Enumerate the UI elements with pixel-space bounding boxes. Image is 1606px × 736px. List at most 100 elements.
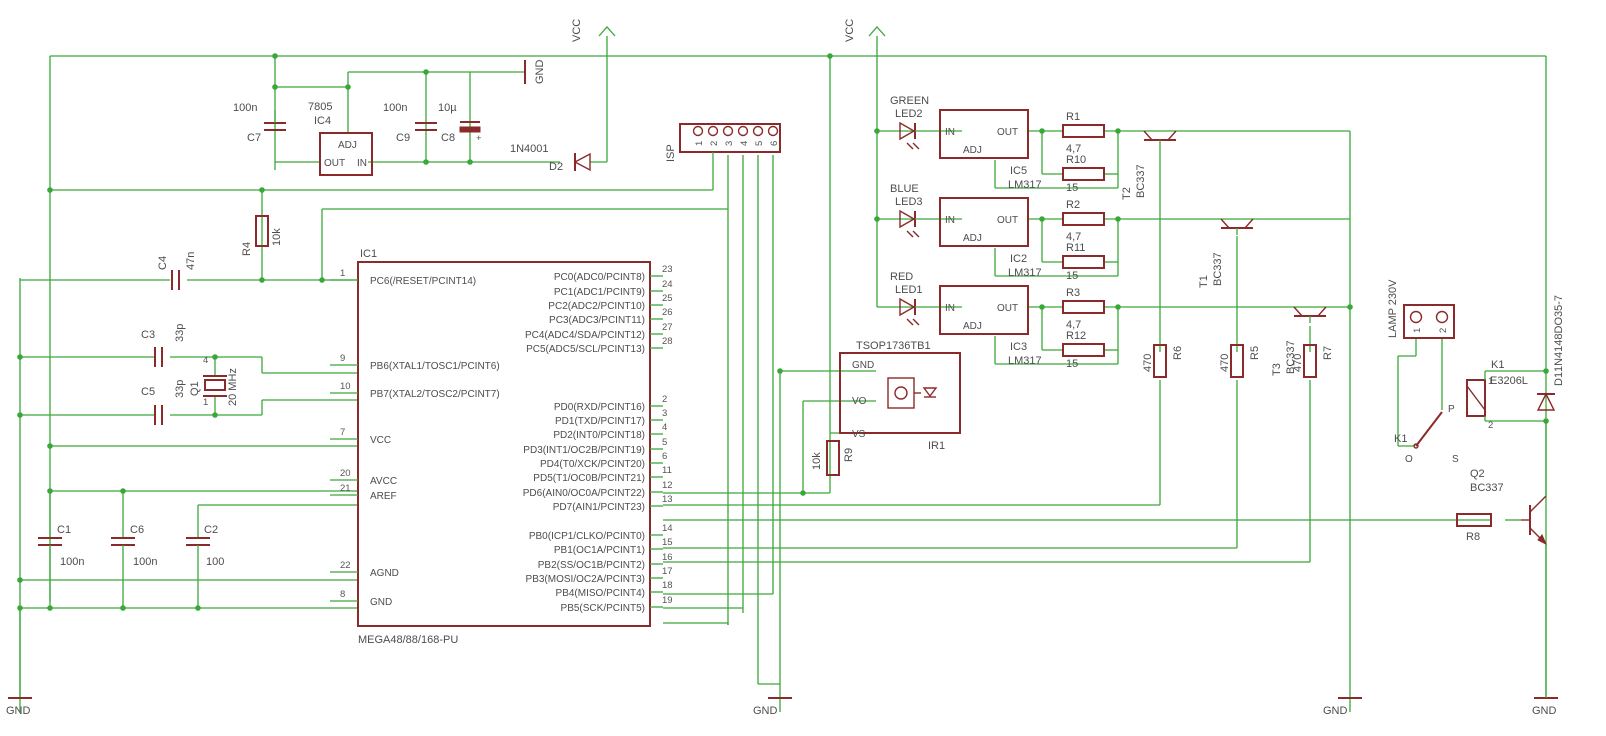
- pin-number: 23: [662, 264, 673, 275]
- svg-text:Q1: Q1: [189, 381, 201, 396]
- driver-transistor-q2: Q2 BC337: [1470, 468, 1548, 698]
- svg-text:C2: C2: [204, 524, 218, 536]
- svg-text:4: 4: [739, 141, 750, 146]
- svg-text:100n: 100n: [233, 102, 257, 114]
- pin-number: 22: [340, 560, 351, 571]
- regulator-ic4: ADJ OUT IN 7805 IC4: [308, 101, 373, 176]
- mcu-ic1: IC1 MEGA48/88/168-PU: [357, 248, 651, 646]
- svg-text:1N4001: 1N4001: [510, 143, 549, 155]
- pin-number: 14: [662, 523, 673, 534]
- svg-text:VCC: VCC: [844, 19, 856, 42]
- pin-out: OUT: [997, 127, 1018, 138]
- pin-label: PC2(ADC2/PCINT10): [548, 301, 645, 312]
- capacitor-c2: C2 100: [186, 524, 224, 568]
- pin-label: PB3(MOSI/OC2A/PCINT3): [526, 574, 645, 585]
- pin-number: 2: [662, 394, 667, 405]
- pin-number: 12: [662, 480, 673, 491]
- svg-text:C3: C3: [141, 329, 155, 341]
- svg-text:BC337: BC337: [1470, 482, 1504, 494]
- svg-text:R8: R8: [1466, 531, 1480, 543]
- r-value: 15: [1066, 270, 1078, 282]
- pin-label: PD5(T1/OC0B/PCINT21): [533, 473, 645, 484]
- r-value: 4,7: [1066, 143, 1081, 155]
- mcu-right-pins: 23PC0(ADC0/PCINT8)24PC1(ADC1/PCINT9)25PC…: [523, 264, 673, 614]
- svg-text:33p: 33p: [174, 380, 186, 398]
- vcc-symbol-2: VCC: [844, 19, 886, 42]
- pin-number: 13: [662, 494, 673, 505]
- t-name: T2: [1121, 187, 1133, 200]
- svg-text:O: O: [1405, 454, 1413, 465]
- svg-text:47n: 47n: [185, 252, 197, 270]
- lamp-connector: 1 2 LAMP 230V: [1387, 279, 1455, 339]
- pin-number: 3: [662, 408, 667, 419]
- svg-text:ADJ: ADJ: [338, 140, 357, 151]
- pin-label: PD2(INT0/PCINT18): [553, 430, 645, 441]
- svg-text:C7: C7: [247, 132, 261, 144]
- svg-text:D1: D1: [1553, 372, 1565, 386]
- svg-text:100: 100: [206, 556, 224, 568]
- svg-text:1: 1: [1412, 328, 1423, 333]
- wires: [19, 36, 1547, 712]
- svg-text:C5: C5: [141, 386, 155, 398]
- ic-name: IC3: [1010, 341, 1027, 353]
- pin-in: IN: [945, 215, 955, 226]
- svg-text:GND: GND: [852, 360, 874, 371]
- junctions: [17, 53, 1549, 611]
- svg-text:K1: K1: [1394, 433, 1407, 445]
- led-name: LED1: [895, 284, 923, 296]
- svg-text:3: 3: [724, 141, 735, 146]
- svg-text:K1: K1: [1491, 359, 1504, 371]
- svg-text:4: 4: [203, 355, 208, 366]
- pin-number: 11: [662, 465, 672, 476]
- r-value: 4,7: [1066, 231, 1081, 243]
- r-value: 4,7: [1066, 319, 1081, 331]
- svg-text:2: 2: [1488, 420, 1493, 431]
- isp-header: 1 2 3 4 5 6 ISP: [665, 123, 781, 162]
- pin-number: 26: [662, 307, 673, 318]
- pin-number: 21: [340, 483, 351, 494]
- isp-pin-circles: [692, 125, 779, 137]
- ic-part: LM317: [1008, 355, 1042, 367]
- resistor-r2: R2 4,7: [1062, 199, 1105, 243]
- pin-label: GND: [370, 597, 392, 608]
- svg-text:IC1: IC1: [360, 248, 377, 260]
- pin-out: OUT: [997, 303, 1018, 314]
- resistor-r4: R4 10k: [241, 215, 283, 256]
- svg-text:OUT: OUT: [324, 158, 345, 169]
- r-name: R3: [1066, 287, 1080, 299]
- svg-text:10k: 10k: [271, 228, 283, 246]
- svg-text:6: 6: [769, 141, 780, 146]
- svg-text:33p: 33p: [174, 324, 186, 342]
- svg-text:IC4: IC4: [314, 115, 331, 127]
- pin-label: PD7(AIN1/PCINT23): [553, 502, 645, 513]
- crystal-q1: 4 1 Q1 20 MHz: [189, 355, 239, 408]
- capacitor-c5: C5 33p: [141, 380, 186, 425]
- pin-number: 16: [662, 552, 673, 563]
- r-name: R12: [1066, 330, 1086, 342]
- r-name: R2: [1066, 199, 1080, 211]
- svg-text:TSOP1736TB1: TSOP1736TB1: [856, 340, 931, 352]
- pin-adj: ADJ: [963, 233, 982, 244]
- svg-text:Q2: Q2: [1470, 468, 1485, 480]
- r-name: R6: [1172, 346, 1184, 360]
- pin-label: PD3(INT1/OC2B/PCINT19): [523, 445, 645, 456]
- pin-adj: ADJ: [963, 145, 982, 156]
- t-name: T3: [1271, 363, 1283, 376]
- r-value: 15: [1066, 358, 1078, 370]
- pin-label: PC5(ADC5/SCL/PCINT13): [526, 344, 645, 355]
